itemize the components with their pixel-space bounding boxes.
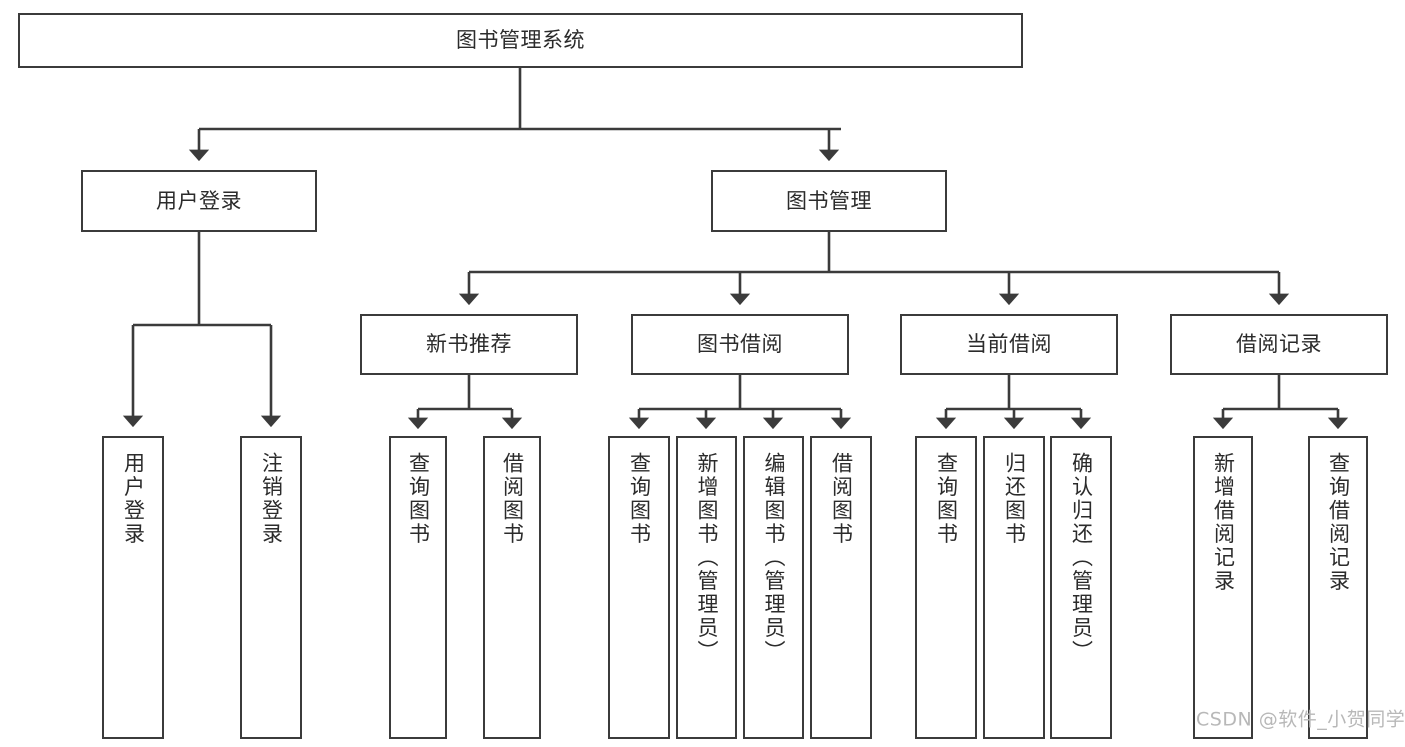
leaf-borrow-edit-book[interactable]: 编辑图书（管理员）: [743, 436, 804, 739]
leaf-newbook-query-book[interactable]: 查询图书: [389, 436, 447, 739]
leaf-record-add[interactable]: 新增借阅记录: [1193, 436, 1253, 739]
leaf-logout-label: 注销登录: [259, 452, 284, 546]
leaf-borrow-add-book[interactable]: 新增图书（管理员）: [676, 436, 737, 739]
csdn-watermark: CSDN @软件_小贺同学: [1196, 708, 1405, 731]
node-user-login[interactable]: 用户登录: [81, 170, 317, 232]
leaf-borrow-lend-book[interactable]: 借阅图书: [810, 436, 872, 739]
node-borrow-record[interactable]: 借阅记录: [1170, 314, 1388, 375]
leaf-current-query-book-label: 查询图书: [934, 452, 959, 546]
node-book-management-label: 图书管理: [786, 188, 872, 213]
leaf-current-return-book[interactable]: 归还图书: [983, 436, 1045, 739]
leaf-logout[interactable]: 注销登录: [240, 436, 302, 739]
node-new-book-recommend[interactable]: 新书推荐: [360, 314, 578, 375]
leaf-current-confirm-return[interactable]: 确认归还（管理员）: [1050, 436, 1112, 739]
leaf-newbook-borrow-book-label: 借阅图书: [500, 452, 525, 546]
leaf-current-confirm-return-label: 确认归还（管理员）: [1069, 452, 1094, 664]
leaf-borrow-edit-book-label: 编辑图书（管理员）: [762, 452, 786, 664]
node-user-login-label: 用户登录: [156, 188, 242, 213]
leaf-record-add-label: 新增借阅记录: [1211, 452, 1236, 593]
node-book-borrow-label: 图书借阅: [697, 332, 783, 357]
node-root-label: 图书管理系统: [456, 28, 585, 53]
leaf-current-return-book-label: 归还图书: [1002, 452, 1027, 546]
leaf-user-login-label: 用户登录: [121, 452, 146, 546]
leaf-borrow-query-book[interactable]: 查询图书: [608, 436, 670, 739]
leaf-user-login[interactable]: 用户登录: [102, 436, 164, 739]
leaf-newbook-borrow-book[interactable]: 借阅图书: [483, 436, 541, 739]
node-book-management[interactable]: 图书管理: [711, 170, 947, 232]
node-current-borrow[interactable]: 当前借阅: [900, 314, 1118, 375]
leaf-borrow-query-book-label: 查询图书: [627, 452, 652, 546]
node-new-book-recommend-label: 新书推荐: [426, 332, 512, 357]
leaf-record-query[interactable]: 查询借阅记录: [1308, 436, 1368, 739]
node-book-borrow[interactable]: 图书借阅: [631, 314, 849, 375]
leaf-current-query-book[interactable]: 查询图书: [915, 436, 977, 739]
leaf-borrow-add-book-label: 新增图书（管理员）: [695, 452, 719, 664]
leaf-borrow-lend-book-label: 借阅图书: [829, 452, 854, 546]
node-root[interactable]: 图书管理系统: [18, 13, 1023, 68]
leaf-newbook-query-book-label: 查询图书: [406, 452, 431, 546]
node-current-borrow-label: 当前借阅: [966, 332, 1052, 357]
leaf-record-query-label: 查询借阅记录: [1326, 452, 1351, 593]
node-borrow-record-label: 借阅记录: [1236, 332, 1322, 357]
